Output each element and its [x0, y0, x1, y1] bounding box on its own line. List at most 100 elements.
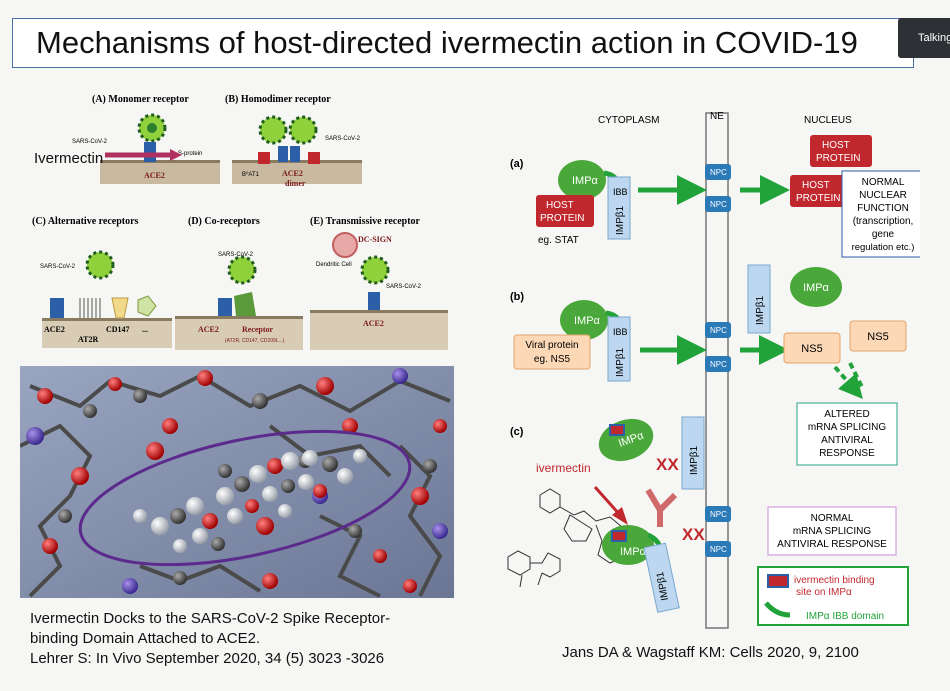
- svg-text:B⁰AT1: B⁰AT1: [242, 171, 260, 178]
- svg-text:NORMAL: NORMAL: [862, 177, 905, 188]
- svg-text:IMPβ1: IMPβ1: [689, 445, 700, 475]
- slide-title: Mechanisms of host-directed ivermectin a…: [36, 25, 858, 60]
- svg-text:SARS-CoV-2: SARS-CoV-2: [386, 284, 422, 290]
- svg-text:(transcription,: (transcription,: [853, 216, 914, 227]
- impb1-c2: [643, 542, 680, 613]
- svg-text:gene: gene: [872, 229, 895, 240]
- normal-nuclear-box: [841, 170, 920, 258]
- host-protein-nucleus: [810, 135, 872, 167]
- left-caption-line3: Lehrer S: In Vivo September 2020, 34 (5)…: [30, 650, 385, 667]
- svg-text:HOST: HOST: [822, 140, 850, 151]
- svg-text:IBB: IBB: [613, 327, 628, 337]
- svg-text:...: ...: [142, 325, 148, 334]
- panel-a-title: (A) Monomer receptor: [92, 94, 189, 105]
- svg-text:NPC: NPC: [710, 360, 727, 369]
- label-a: (a): [510, 158, 524, 170]
- svg-text:mRNA SPLICING: mRNA SPLICING: [793, 526, 872, 537]
- svg-text:dimer: dimer: [285, 179, 306, 188]
- svg-text:ANTIVIRAL RESPONSE: ANTIVIRAL RESPONSE: [777, 539, 887, 550]
- svg-text:NPC: NPC: [710, 168, 727, 177]
- svg-text:mRNA SPLICING: mRNA SPLICING: [808, 422, 887, 433]
- panel-c: SARS-CoV-2 ACE2 AT2R CD147 ...: [40, 250, 172, 348]
- svg-text:IBB: IBB: [613, 187, 628, 197]
- svg-text:ALTERED: ALTERED: [824, 409, 869, 420]
- panel-b-title: (B) Homodimer receptor: [225, 94, 331, 105]
- panel-e: DC-SIGN Dendritic Cell SARS-CoV-2 ACE2: [310, 232, 448, 350]
- svg-text:SARS-CoV-2: SARS-CoV-2: [218, 252, 254, 258]
- viral-protein-box: [513, 334, 591, 370]
- impb1-b: [607, 316, 631, 382]
- npc-c2: [705, 541, 731, 557]
- svg-text:ivermectin binding: ivermectin binding: [794, 575, 875, 586]
- svg-text:ACE2: ACE2: [144, 171, 165, 180]
- impb1-a: [607, 176, 631, 240]
- svg-text:NUCLEAR: NUCLEAR: [859, 190, 907, 201]
- panel-e-title: (E) Transmissive receptor: [310, 216, 421, 227]
- receptor-diagram: (A) Monomer receptor (B) Homodimer recep…: [20, 80, 460, 360]
- svg-text:HOST: HOST: [546, 200, 574, 211]
- svg-text:NPC: NPC: [710, 510, 727, 519]
- svg-text:ACE2: ACE2: [282, 169, 303, 178]
- label-c: (c): [510, 426, 524, 438]
- docking-image: [20, 366, 454, 598]
- right-caption: Jans DA & Wagstaff KM: Cells 2020, 9, 21…: [562, 644, 859, 661]
- svg-text:IMPα IBB domain: IMPα IBB domain: [806, 611, 884, 622]
- cytoplasm-label: CYTOPLASM: [598, 115, 660, 126]
- svg-text:S-protein: S-protein: [178, 151, 202, 157]
- left-caption-line1: Ivermectin Docks to the SARS-CoV-2 Spike…: [30, 610, 391, 627]
- panel-b: SARS-CoV-2 B⁰AT1 ACE2 dimer: [232, 115, 362, 188]
- ivermectin-structure: [507, 488, 639, 588]
- svg-text:PROTEIN: PROTEIN: [796, 193, 840, 204]
- svg-text:Viral protein: Viral protein: [525, 340, 578, 351]
- binding-site-ellipse: [78, 429, 412, 567]
- svg-text:Receptor: Receptor: [242, 325, 274, 334]
- ivermectin-red-label: ivermectin: [536, 461, 591, 475]
- svg-text:NPC: NPC: [710, 200, 727, 209]
- ace2-b2-icon: [290, 146, 300, 162]
- npc-b2: [705, 356, 731, 372]
- panel-d-title: (D) Co-receptors: [188, 216, 260, 227]
- svg-text:IMPβ1: IMPβ1: [615, 205, 626, 235]
- npc-c1: [705, 506, 731, 522]
- svg-text:FUNCTION: FUNCTION: [857, 203, 909, 214]
- nuclear-import-diagram: CYTOPLASM NE NUCLEUS (a) IMPα IBB IMPβ1 …: [500, 95, 920, 635]
- svg-text:IMPα: IMPα: [572, 175, 599, 187]
- svg-text:NORMAL: NORMAL: [811, 513, 854, 524]
- svg-text:NS5: NS5: [801, 343, 822, 355]
- svg-text:eg. STAT: eg. STAT: [538, 235, 579, 246]
- normal-splicing-box: [767, 506, 897, 556]
- svg-text:eg. NS5: eg. NS5: [534, 354, 571, 365]
- panel-d: SARS-CoV-2 ACE2 Receptor (AT2R, CD147, C…: [175, 252, 303, 350]
- svg-text:SARS-CoV-2: SARS-CoV-2: [325, 136, 361, 142]
- svg-text:site on IMPα: site on IMPα: [796, 587, 852, 598]
- svg-text:RESPONSE: RESPONSE: [819, 448, 875, 459]
- npc-b1: [705, 322, 731, 338]
- svg-text:IMPα: IMPα: [803, 282, 830, 294]
- npc-a1: [705, 164, 731, 180]
- impb1-nucleus: [747, 264, 771, 334]
- ns5-box-1: [783, 332, 841, 364]
- host-protein-a: [536, 195, 594, 227]
- ace2-a-icon: [144, 142, 156, 162]
- impb1-c1: [681, 416, 705, 490]
- svg-text:(AT2R, CD147, CD209L...): (AT2R, CD147, CD209L...): [225, 338, 285, 344]
- svg-text:ANTIVIRAL: ANTIVIRAL: [821, 435, 873, 446]
- ne-label: NE: [710, 111, 724, 122]
- panel-a: SARS-CoV-2 S-protein ACE2: [72, 113, 220, 184]
- ace2-b1-icon: [278, 146, 288, 162]
- impa-nucleus-icon: [790, 267, 842, 307]
- svg-text:PROTEIN: PROTEIN: [540, 213, 584, 224]
- svg-text:CD147: CD147: [106, 325, 130, 334]
- nucleus-label: NUCLEUS: [804, 115, 852, 126]
- svg-text:NPC: NPC: [710, 545, 727, 554]
- svg-text:Dendritic Cell: Dendritic Cell: [316, 262, 352, 268]
- host-protein-b: [790, 175, 852, 207]
- svg-text:PROTEIN: PROTEIN: [816, 153, 860, 164]
- ligand-cluster: [133, 449, 367, 553]
- svg-text:DC-SIGN: DC-SIGN: [358, 235, 392, 244]
- legend: ivermectin binding site on IMPα IMPα IBB…: [757, 566, 909, 626]
- binding-site-swatch: [767, 574, 789, 588]
- altered-splicing-box: [796, 402, 898, 466]
- svg-text:IMPα: IMPα: [574, 315, 601, 327]
- svg-text:IMPβ1: IMPβ1: [615, 347, 626, 377]
